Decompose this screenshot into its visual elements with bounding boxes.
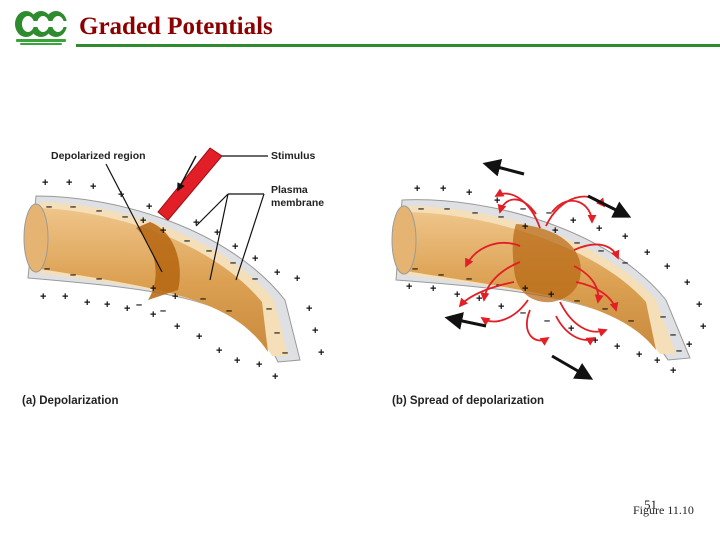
svg-text:+: + <box>636 349 642 361</box>
svg-text:+: + <box>62 291 68 303</box>
svg-text:+: + <box>548 289 554 301</box>
caption-b: (b) Spread of depolarization <box>392 395 544 407</box>
svg-text:–: – <box>70 269 76 281</box>
svg-text:+: + <box>440 183 446 195</box>
svg-text:+: + <box>256 359 262 371</box>
svg-text:+: + <box>90 181 96 193</box>
svg-text:–: – <box>412 263 418 275</box>
svg-text:+: + <box>216 345 222 357</box>
svg-text:+: + <box>160 225 166 237</box>
plasma-membrane-label-line1: Plasma <box>271 184 308 196</box>
figure-reference: Figure 11.10 <box>633 503 694 518</box>
svg-text:–: – <box>544 315 550 327</box>
svg-text:–: – <box>200 293 206 305</box>
svg-text:+: + <box>66 177 72 189</box>
svg-text:–: – <box>44 263 50 275</box>
svg-text:–: – <box>444 203 450 215</box>
svg-text:+: + <box>232 241 238 253</box>
svg-text:+: + <box>622 231 628 243</box>
svg-text:+: + <box>274 267 280 279</box>
svg-text:–: – <box>438 269 444 281</box>
svg-text:–: – <box>46 201 52 213</box>
plasma-membrane-label-line2: membrane <box>271 197 324 209</box>
svg-text:–: – <box>498 211 504 223</box>
svg-text:+: + <box>84 297 90 309</box>
svg-text:+: + <box>234 355 240 367</box>
svg-text:–: – <box>282 347 288 359</box>
svg-text:–: – <box>660 311 666 323</box>
svg-text:+: + <box>40 291 46 303</box>
caption-a: (a) Depolarization <box>22 395 118 407</box>
svg-text:+: + <box>42 177 48 189</box>
svg-text:+: + <box>592 335 598 347</box>
svg-text:–: – <box>184 235 190 247</box>
svg-text:+: + <box>318 347 324 359</box>
svg-text:+: + <box>494 195 500 207</box>
svg-text:+: + <box>670 365 676 377</box>
stimulus-label: Stimulus <box>271 150 315 162</box>
svg-text:–: – <box>628 315 634 327</box>
svg-text:–: – <box>160 305 166 317</box>
svg-text:+: + <box>454 289 460 301</box>
svg-text:+: + <box>466 187 472 199</box>
svg-text:–: – <box>520 203 526 215</box>
svg-text:+: + <box>312 325 318 337</box>
svg-text:–: – <box>252 273 258 285</box>
svg-text:+: + <box>104 299 110 311</box>
svg-text:–: – <box>96 273 102 285</box>
svg-text:+: + <box>306 303 312 315</box>
svg-text:+: + <box>700 321 706 333</box>
svg-text:+: + <box>552 225 558 237</box>
svg-text:–: – <box>226 305 232 317</box>
svg-text:–: – <box>230 257 236 269</box>
svg-text:+: + <box>684 277 690 289</box>
svg-text:–: – <box>418 203 424 215</box>
svg-text:–: – <box>466 273 472 285</box>
svg-text:–: – <box>136 299 142 311</box>
svg-text:+: + <box>686 339 692 351</box>
svg-text:+: + <box>570 215 576 227</box>
svg-text:+: + <box>252 253 258 265</box>
svg-text:–: – <box>70 201 76 213</box>
svg-text:+: + <box>140 215 146 227</box>
svg-text:+: + <box>430 283 436 295</box>
svg-text:–: – <box>206 245 212 257</box>
svg-text:+: + <box>498 301 504 313</box>
svg-text:+: + <box>196 331 202 343</box>
svg-text:–: – <box>598 245 604 257</box>
svg-text:+: + <box>150 283 156 295</box>
svg-text:+: + <box>272 371 278 383</box>
svg-text:+: + <box>150 309 156 321</box>
svg-text:+: + <box>614 341 620 353</box>
svg-text:+: + <box>522 283 528 295</box>
depolarized-region-label: Depolarized region <box>51 150 146 162</box>
svg-text:–: – <box>574 295 580 307</box>
svg-text:–: – <box>622 257 628 269</box>
svg-text:+: + <box>406 281 412 293</box>
svg-text:+: + <box>596 223 602 235</box>
svg-text:+: + <box>696 299 702 311</box>
svg-text:+: + <box>654 355 660 367</box>
svg-text:–: – <box>670 329 676 341</box>
svg-text:+: + <box>124 303 130 315</box>
axon-b <box>392 200 690 360</box>
svg-text:+: + <box>664 261 670 273</box>
svg-text:+: + <box>522 221 528 233</box>
svg-text:+: + <box>172 291 178 303</box>
svg-text:–: – <box>274 327 280 339</box>
svg-text:+: + <box>644 247 650 259</box>
svg-text:+: + <box>118 189 124 201</box>
svg-text:–: – <box>122 211 128 223</box>
svg-text:–: – <box>676 345 682 357</box>
svg-text:+: + <box>174 321 180 333</box>
svg-text:+: + <box>414 183 420 195</box>
svg-text:–: – <box>472 207 478 219</box>
svg-text:+: + <box>294 273 300 285</box>
svg-text:+: + <box>146 201 152 213</box>
axon-a <box>24 196 300 362</box>
svg-text:–: – <box>96 205 102 217</box>
svg-text:–: – <box>266 303 272 315</box>
svg-text:–: – <box>602 303 608 315</box>
